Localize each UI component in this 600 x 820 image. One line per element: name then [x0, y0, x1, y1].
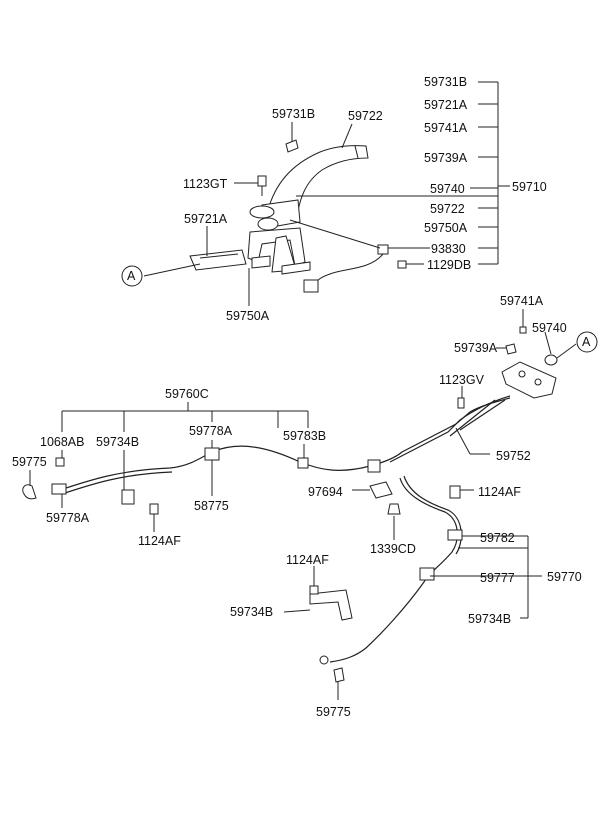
label-59778A-mid: 59778A	[189, 424, 233, 438]
equalizer-plate	[501, 361, 557, 399]
cable-end	[319, 655, 329, 665]
switch-93830	[377, 244, 389, 255]
bracket-59734B-bottom	[309, 589, 353, 621]
label-1124AF-left: 1124AF	[138, 534, 181, 548]
ref-a-left-label: A	[127, 269, 136, 283]
label-group-59710: 59710	[512, 180, 547, 194]
label-59739A-right: 59739A	[454, 341, 498, 355]
lever-boot-59739A	[249, 205, 275, 219]
label-group-59770: 59770	[547, 570, 582, 584]
clip-59775-bottom	[333, 667, 345, 683]
bolt-1124AF-right	[449, 485, 461, 499]
label-59778A-left: 59778A	[46, 511, 90, 525]
label-list-59734B: 59734B	[468, 612, 511, 626]
label-1123GT: 1123GT	[183, 177, 228, 191]
ref-a-right	[576, 331, 598, 353]
label-list-59750A: 59750A	[424, 221, 468, 235]
bolt-1124AF-bottom	[309, 585, 319, 595]
bracket-59782	[447, 529, 463, 541]
end-59778A	[51, 483, 67, 495]
cap-59731B	[285, 139, 299, 153]
nut-1339CD	[387, 503, 401, 515]
fitting-58775	[204, 447, 220, 461]
part-59739A	[505, 343, 517, 355]
part-1068AB	[55, 457, 65, 467]
plate-59721A	[189, 249, 247, 271]
bracket-59734B-left	[121, 489, 135, 505]
label-list-59740: 59740	[430, 182, 465, 196]
clip-59775-left	[22, 484, 37, 500]
part-59740	[544, 354, 558, 366]
label-1339CD: 1339CD	[370, 542, 416, 556]
ref-a-right-label: A	[582, 335, 591, 349]
label-1124AF-bottom: 1124AF	[286, 553, 329, 567]
screw-1129DB	[397, 260, 407, 269]
fitting-59777	[419, 567, 435, 581]
label-1123GV: 1123GV	[439, 373, 485, 387]
label-1124AF-right: 1124AF	[478, 485, 521, 499]
fitting-mid	[367, 459, 381, 473]
cables	[22, 395, 511, 683]
label-59734B-left: 59734B	[96, 435, 139, 449]
part-59741A	[519, 326, 527, 334]
equalizer-parts	[496, 309, 577, 399]
callout-labels: A A 59731B 59722 1123GT 59721A 59750A 59…	[12, 75, 591, 719]
label-59752: 59752	[496, 449, 531, 463]
label-59731B-top: 59731B	[272, 107, 315, 121]
lever-pivot-59741A	[257, 217, 279, 231]
label-list-59722: 59722	[430, 202, 465, 216]
label-list-59782: 59782	[480, 531, 515, 545]
bolt-1124AF-left	[149, 503, 159, 515]
switch-wire	[313, 253, 384, 287]
label-list-59777: 59777	[480, 571, 515, 585]
label-list-93830: 93830	[431, 242, 466, 256]
label-59775-left: 59775	[12, 455, 47, 469]
bolt-1123GV	[457, 397, 465, 409]
label-59721A-left: 59721A	[184, 212, 228, 226]
clip-59783B	[297, 457, 309, 469]
label-58775: 58775	[194, 499, 229, 513]
connector	[303, 279, 319, 293]
label-group-59760C: 59760C	[165, 387, 209, 401]
label-list-1129DB: 1129DB	[427, 258, 471, 272]
label-59783B: 59783B	[283, 429, 326, 443]
lever-bracket-59750A	[247, 227, 306, 267]
label-list-59739A: 59739A	[424, 151, 468, 165]
label-list-59741A: 59741A	[424, 121, 468, 135]
label-59722-top: 59722	[348, 109, 383, 123]
label-59734B-bottom: 59734B	[230, 605, 273, 619]
leaders-top	[143, 81, 510, 306]
label-59741A-right: 59741A	[500, 294, 544, 308]
label-59775-bottom: 59775	[316, 705, 351, 719]
ref-a-left	[121, 265, 143, 287]
bolt-1123GT	[257, 175, 267, 187]
leaders-cables	[29, 386, 542, 700]
label-list-59731B: 59731B	[424, 75, 467, 89]
label-1068AB: 1068AB	[40, 435, 84, 449]
label-list-59721A: 59721A	[424, 98, 468, 112]
label-97694: 97694	[308, 485, 343, 499]
label-59750A-bottom: 59750A	[226, 309, 270, 323]
label-59740-right: 59740	[532, 321, 567, 335]
bracket-97694	[369, 481, 393, 499]
